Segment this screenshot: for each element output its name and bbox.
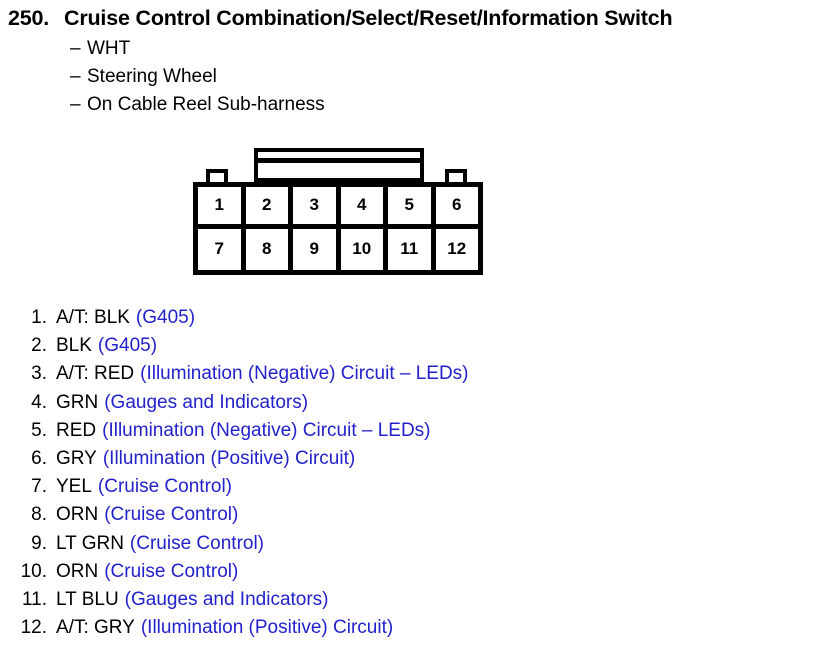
subitem-location: – Steering Wheel	[70, 66, 325, 94]
connector-pin-cell: 4	[341, 187, 388, 224]
subitem-label: WHT	[87, 38, 131, 59]
pin-wire-color: ORN	[56, 560, 99, 582]
pin-list-item: 4. GRN (Gauges and Indicators)	[14, 392, 814, 420]
connector-pin-cell: 6	[452, 195, 462, 215]
pin-wire-color: A/T: RED	[56, 363, 135, 385]
pin-circuit-link[interactable]: (G405)	[135, 307, 196, 328]
pin-number: 1.	[31, 307, 47, 328]
pin-number: 2.	[31, 335, 47, 357]
pin-number: 11.	[21, 588, 47, 610]
pin-wire-color: YEL	[56, 476, 92, 498]
connector-row-bottom: 7 8 9 10 11 12	[198, 228, 478, 270]
pin-wire-color: A/T: GRY	[56, 617, 135, 639]
pin-circuit-link[interactable]: (Illumination (Positive) Circuit)	[102, 447, 356, 469]
connector-body: 1 2 3 4 5 6 7 8 9 10 11 12	[193, 182, 483, 275]
connector-pin-cell: 2	[246, 187, 293, 224]
pin-number: 6.	[31, 447, 47, 469]
item-title: Cruise Control Combination/Select/Reset/…	[64, 6, 673, 30]
connector-latch-bar-line	[258, 158, 420, 163]
pin-circuit-link[interactable]: (Illumination (Positive) Circuit)	[140, 617, 394, 639]
connector-pin-cell: 12	[447, 239, 467, 259]
pin-list-item: 7. YEL (Cruise Control)	[14, 476, 814, 504]
pin-assignment-list: 1. A/T: BLK (G405) 2. BLK (G405) 3. A/T:…	[14, 307, 814, 645]
pin-circuit-link[interactable]: (Illumination (Negative) Circuit – LEDs)	[140, 363, 469, 385]
connector-pin-cell: 5	[388, 187, 436, 224]
pin-list-item: 6. GRY (Illumination (Positive) Circuit)	[14, 448, 814, 476]
connector-row-top: 1 2 3 4 5 6	[198, 187, 478, 229]
pin-list-item: 12. A/T: GRY (Illumination (Positive) Ci…	[14, 617, 814, 645]
pin-circuit-link[interactable]: (Illumination (Negative) Circuit – LEDs)	[102, 419, 431, 441]
pin-wire-color: BLK	[56, 335, 92, 357]
connector-pin-cell: 7	[198, 228, 246, 270]
pin-circuit-link[interactable]: (Cruise Control)	[129, 532, 265, 554]
pin-wire-color: LT GRN	[56, 532, 124, 554]
pin-list-item: 10. ORN (Cruise Control)	[14, 561, 814, 589]
dash-bullet-icon: –	[70, 66, 81, 87]
connector-pin-cell: 1	[198, 187, 246, 224]
connector-pin-cell: 8	[246, 228, 293, 270]
subitem-label: Steering Wheel	[87, 66, 217, 87]
connector-pin-cell: 3	[293, 187, 341, 224]
pin-circuit-link[interactable]: (Cruise Control)	[97, 476, 233, 498]
subitem-label: On Cable Reel Sub-harness	[87, 94, 325, 115]
pin-list-item: 1. A/T: BLK (G405)	[14, 307, 814, 335]
pin-circuit-link[interactable]: (Gauges and Indicators)	[124, 588, 329, 610]
pin-number: 4.	[31, 391, 47, 413]
connector-pin-cell: 11	[388, 228, 436, 270]
item-number: 250.	[8, 6, 50, 30]
subitem-list: – WHT – Steering Wheel – On Cable Reel S…	[70, 38, 325, 122]
pin-wire-color: RED	[56, 419, 97, 441]
pin-number: 5.	[31, 419, 47, 441]
subitem-wire-color: – WHT	[70, 38, 325, 66]
pin-circuit-link[interactable]: (Cruise Control)	[104, 504, 239, 526]
pin-circuit-link[interactable]: (Gauges and Indicators)	[104, 391, 309, 413]
pin-wire-color: GRY	[56, 447, 97, 469]
connector-latch-bar-icon	[254, 148, 424, 182]
pin-list-item: 5. RED (Illumination (Negative) Circuit …	[14, 420, 814, 448]
pin-wire-color: A/T: BLK	[56, 307, 130, 328]
connector-diagram: 1 2 3 4 5 6 7 8 9 10 11 12	[193, 148, 483, 278]
pin-list-item: 9. LT GRN (Cruise Control)	[14, 533, 814, 561]
subitem-harness: – On Cable Reel Sub-harness	[70, 94, 325, 122]
pin-wire-color: ORN	[56, 504, 99, 526]
pin-number: 7.	[31, 476, 47, 498]
pin-wire-color: LT BLU	[56, 588, 119, 610]
pin-circuit-link[interactable]: (G405)	[97, 335, 158, 357]
pin-number: 3.	[31, 363, 47, 385]
pin-circuit-link[interactable]: (Cruise Control)	[104, 560, 239, 582]
pin-number: 8.	[31, 504, 47, 526]
pin-number: 9.	[31, 532, 47, 554]
pin-list-item: 11. LT BLU (Gauges and Indicators)	[14, 589, 814, 617]
pin-list-item: 8. ORN (Cruise Control)	[14, 504, 814, 532]
pin-wire-color: GRN	[56, 391, 99, 413]
connector-pin-cell: 9	[293, 228, 341, 270]
pin-list-item: 3. A/T: RED (Illumination (Negative) Cir…	[14, 363, 814, 391]
connector-pin-cell: 10	[341, 228, 388, 270]
dash-bullet-icon: –	[70, 38, 81, 59]
pin-list-item: 2. BLK (G405)	[14, 335, 814, 363]
connector-notch-left-icon	[206, 169, 228, 186]
pin-number: 10.	[20, 560, 47, 582]
page-title: 250. Cruise Control Combination/Select/R…	[8, 6, 832, 31]
pin-number: 12.	[20, 617, 47, 639]
connector-notch-right-icon	[445, 169, 467, 186]
dash-bullet-icon: –	[70, 94, 81, 115]
